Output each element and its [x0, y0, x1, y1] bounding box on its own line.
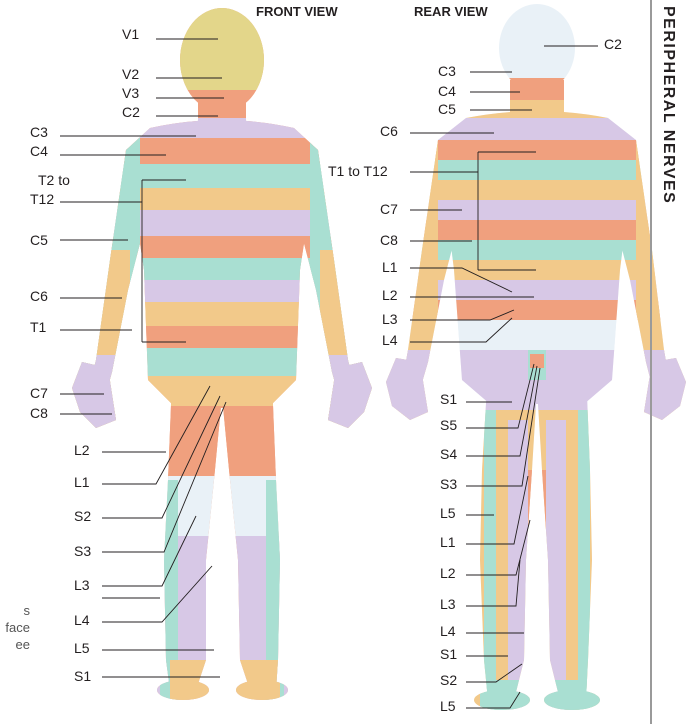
sidebar-title-strip: PERIPHERAL NERVES — [650, 0, 686, 724]
front-figure — [60, 0, 390, 724]
rear-label-l1: L1 — [382, 259, 398, 275]
rear-label-c2: C2 — [604, 36, 622, 52]
front-label-s1: S1 — [74, 668, 91, 684]
front-label-l1: L1 — [74, 474, 90, 490]
rear-figure — [380, 0, 686, 724]
rear-view-heading: REAR VIEW — [414, 4, 488, 19]
front-label-c6: C6 — [30, 288, 48, 304]
front-label-v2: V2 — [122, 66, 139, 82]
rear-label-c3: C3 — [438, 63, 456, 79]
rear-label-l3-lower: L3 — [440, 596, 456, 612]
sidebar-title: PERIPHERAL NERVES — [650, 6, 677, 204]
caption-fragment: s face ee — [0, 602, 30, 653]
front-label-s2: S2 — [74, 508, 91, 524]
rear-label-l2: L2 — [382, 287, 398, 303]
rear-label-t1-to-t12: T1 to T12 — [328, 163, 388, 179]
rear-label-l5-upper: L5 — [440, 505, 456, 521]
front-label-t12: T12 — [30, 191, 54, 207]
rear-label-c5: C5 — [438, 101, 456, 117]
rear-label-l3: L3 — [382, 311, 398, 327]
rear-label-l4-lower: L4 — [440, 623, 456, 639]
front-label-c7: C7 — [30, 385, 48, 401]
front-label-l5: L5 — [74, 640, 90, 656]
front-label-c4: C4 — [30, 143, 48, 159]
caption-line-2: face — [0, 619, 30, 636]
front-view-heading: FRONT VIEW — [256, 4, 338, 19]
rear-label-l1-lower: L1 — [440, 534, 456, 550]
rear-label-c7: C7 — [380, 201, 398, 217]
front-label-v3: V3 — [122, 85, 139, 101]
rear-label-s2: S2 — [440, 672, 457, 688]
caption-line-1: s — [0, 602, 30, 619]
caption-line-3: ee — [0, 636, 30, 653]
front-label-c3: C3 — [30, 124, 48, 140]
front-label-l3: L3 — [74, 577, 90, 593]
front-label-c2: C2 — [122, 104, 140, 120]
rear-label-s5: S5 — [440, 417, 457, 433]
rear-label-l5-lower: L5 — [440, 698, 456, 714]
rear-label-s3: S3 — [440, 476, 457, 492]
front-label-l4: L4 — [74, 612, 90, 628]
rear-label-c4: C4 — [438, 83, 456, 99]
rear-label-c6: C6 — [380, 123, 398, 139]
rear-label-s4: S4 — [440, 446, 457, 462]
rear-label-s1-upper: S1 — [440, 391, 457, 407]
front-label-t1: T1 — [30, 319, 47, 335]
front-label-c5: C5 — [30, 232, 48, 248]
front-label-l2: L2 — [74, 442, 90, 458]
front-label-t2-to: T2 to — [38, 172, 70, 188]
rear-label-l2-lower: L2 — [440, 565, 456, 581]
rear-label-l4: L4 — [382, 332, 398, 348]
rear-label-s1-lower: S1 — [440, 646, 457, 662]
front-label-v1: V1 — [122, 26, 139, 42]
rear-label-c8: C8 — [380, 232, 398, 248]
front-label-c8: C8 — [30, 405, 48, 421]
front-label-s3: S3 — [74, 543, 91, 559]
